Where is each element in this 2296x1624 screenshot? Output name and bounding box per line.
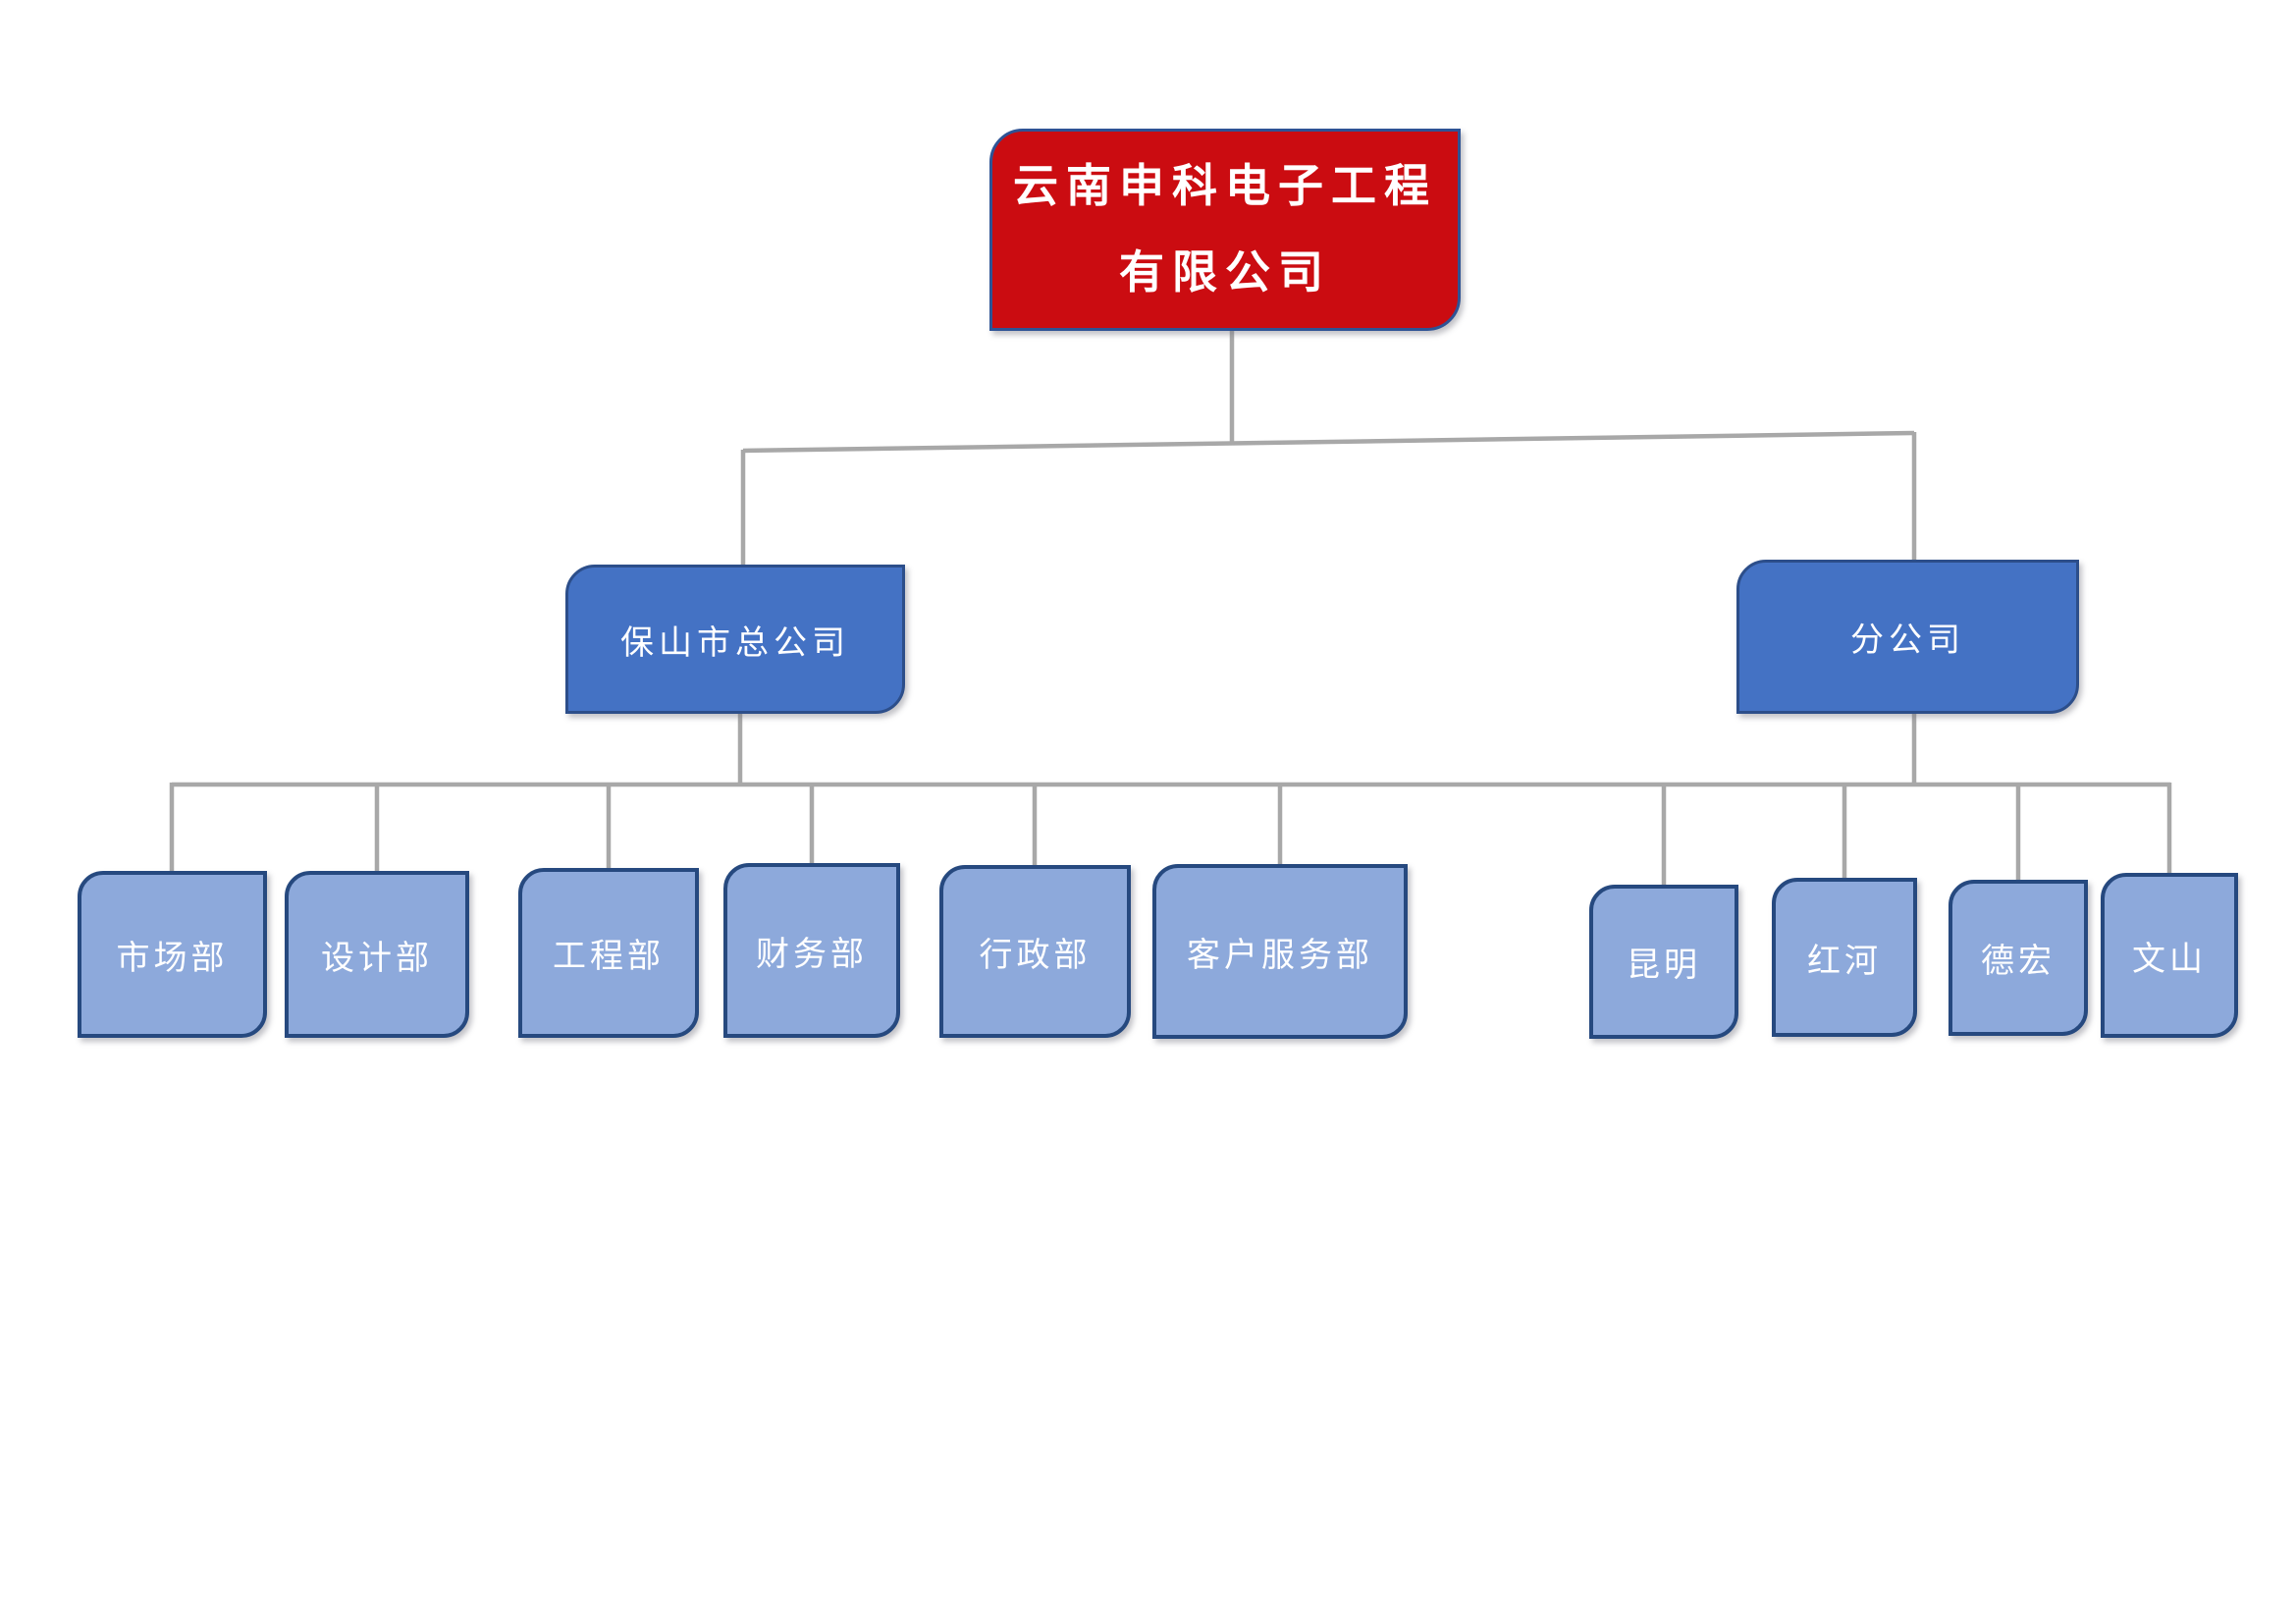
org-node-dept-engineering: 工程部 bbox=[518, 868, 699, 1038]
org-node-city-dehong: 德宏 bbox=[1949, 880, 2088, 1036]
connector-tier1-bus bbox=[742, 430, 1915, 454]
company-name-line2: 有限公司 bbox=[1119, 247, 1331, 298]
org-node-company-root: 云南申科电子工程 有限公司 bbox=[989, 129, 1461, 331]
org-node-city-wenshan: 文山 bbox=[2101, 873, 2238, 1038]
org-node-branch-companies: 分公司 bbox=[1736, 560, 2079, 714]
company-name-line1: 云南申科电子工程 bbox=[1013, 161, 1437, 211]
org-node-dept-customer-service: 客户服务部 bbox=[1152, 864, 1408, 1039]
org-node-city-kunming: 昆明 bbox=[1589, 885, 1738, 1039]
org-node-city-honghe: 红河 bbox=[1772, 878, 1917, 1037]
org-node-dept-finance: 财务部 bbox=[723, 863, 900, 1038]
org-node-headquarters: 保山市总公司 bbox=[565, 565, 905, 714]
org-node-dept-design: 设计部 bbox=[285, 871, 469, 1038]
org-node-dept-marketing: 市场部 bbox=[78, 871, 267, 1038]
org-node-dept-administration: 行政部 bbox=[939, 865, 1131, 1038]
